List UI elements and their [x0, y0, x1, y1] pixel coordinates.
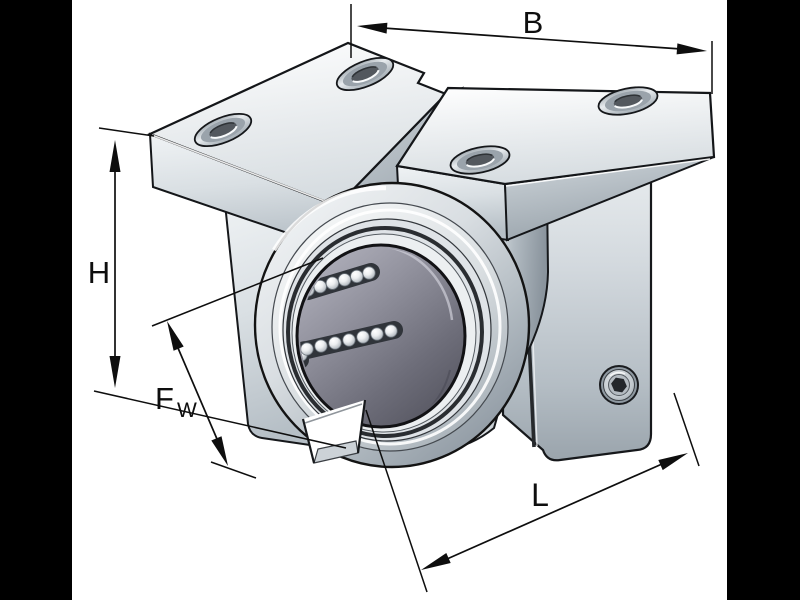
bearing-ball [350, 269, 364, 283]
bearing-ball [313, 279, 327, 294]
dimension-H: H [88, 127, 347, 449]
arrowhead [676, 43, 707, 55]
dimension-label-B: B [523, 5, 544, 40]
extension-line [365, 409, 428, 593]
bearing-ball [356, 330, 370, 344]
bearing-ball [300, 342, 314, 356]
dimension-B: B [350, 4, 713, 94]
extension-line [673, 392, 700, 467]
extension-line [93, 390, 347, 449]
bearing-ring [253, 181, 531, 469]
arrowhead [109, 140, 121, 172]
arrowhead [211, 436, 228, 466]
extension-line [210, 461, 257, 479]
seal-groove [286, 226, 484, 438]
dimension-label-L: L [531, 477, 549, 513]
clamp-screw [599, 365, 639, 405]
arrowhead [357, 22, 388, 34]
dimension-line [446, 463, 663, 560]
arrowhead [658, 453, 688, 471]
clamp-slit-highlight [532, 339, 538, 447]
dimension-label-H: H [88, 255, 110, 290]
countersunk-hole [335, 56, 395, 92]
arrowhead [109, 356, 121, 388]
dimension-label-FW-subscript: W [177, 399, 197, 422]
ring-highlight [272, 185, 387, 252]
countersunk-hole [597, 86, 659, 116]
countersunk-hole [193, 112, 253, 148]
bottom-slot [301, 399, 367, 464]
bearing-ball [362, 266, 376, 280]
extension-line [151, 257, 324, 327]
dimension-line [382, 27, 682, 50]
plate-edge-highlight [505, 158, 711, 187]
bearing-ball [384, 324, 398, 338]
bearing-ball [342, 333, 356, 347]
countersunk-hole [449, 145, 511, 175]
letterbox-left [0, 0, 72, 600]
bearing-ball [314, 339, 328, 353]
bearing-ball [337, 273, 352, 287]
bearing-ball [325, 276, 339, 290]
extension-line [98, 127, 155, 137]
plate-edge-highlight [151, 134, 336, 206]
hex-socket [611, 377, 627, 393]
bearing-ball [370, 327, 384, 341]
bearing-ball [328, 336, 342, 350]
dimension-FW: F W [151, 257, 324, 479]
clamp-slit [527, 337, 536, 448]
arrowhead [421, 553, 451, 570]
arrowhead [167, 321, 184, 351]
letterbox-right [727, 0, 800, 600]
dimension-label-FW: F [155, 381, 174, 416]
dimension-line [177, 347, 218, 440]
dimension-L: L [365, 392, 700, 593]
